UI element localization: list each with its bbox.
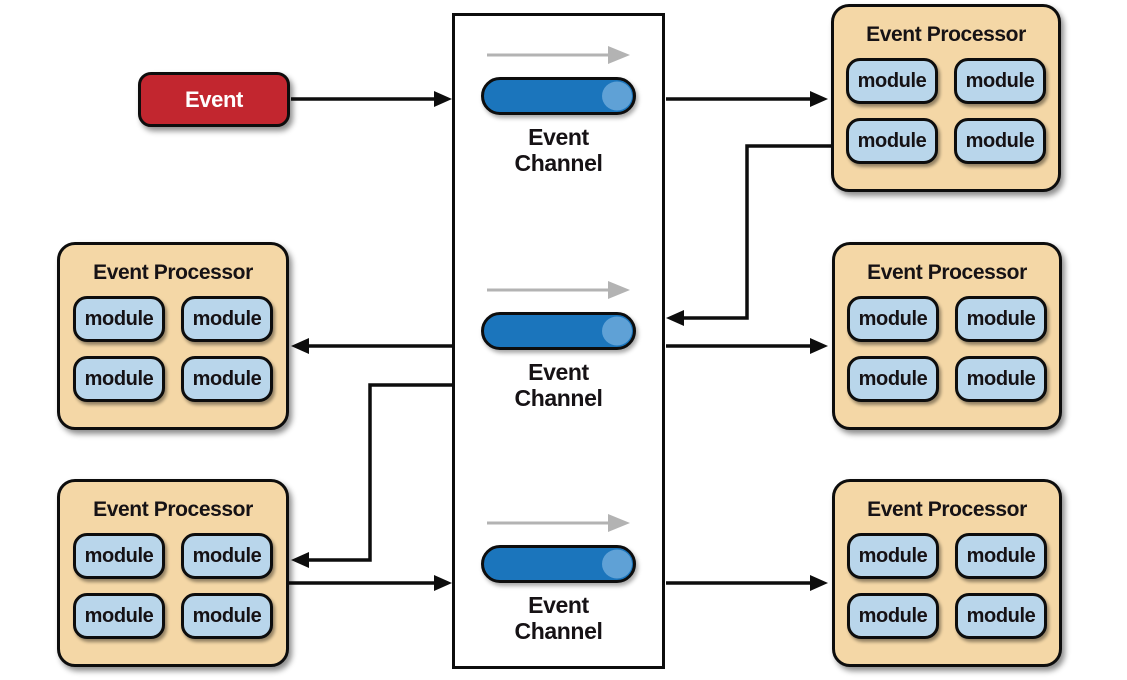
module-box: module <box>954 58 1046 104</box>
module-box: module <box>73 533 165 579</box>
flow-direction-arrow-icon <box>486 514 630 532</box>
arrow-channels-to-processor-bottom-left <box>291 383 452 568</box>
pipe-cap <box>602 316 632 346</box>
module-box: module <box>73 593 165 639</box>
arrow-processor-bottom-left-to-channels <box>288 575 452 591</box>
module-box: module <box>73 296 165 342</box>
module-box: module <box>181 356 273 402</box>
module-box: module <box>846 118 938 164</box>
pipe-cap <box>602 81 632 111</box>
processor-title: Event Processor <box>93 261 253 284</box>
arrow-channels-to-processor-middle-right <box>666 338 828 354</box>
module-box: module <box>847 593 939 639</box>
module-grid: module module module module <box>835 296 1059 402</box>
event-box: Event <box>138 72 290 127</box>
processor-title: Event Processor <box>866 23 1026 46</box>
arrow-channels-to-processor-top-right <box>666 91 828 107</box>
arrow-channels-to-processor-middle-left <box>291 338 452 354</box>
event-label: Event <box>185 86 243 112</box>
module-box: module <box>955 356 1047 402</box>
event-processor-bottom-right: Event Processor module module module mod… <box>832 479 1062 667</box>
event-processor-middle-right: Event Processor module module module mod… <box>832 242 1062 430</box>
event-channel-pipe <box>481 77 636 115</box>
module-grid: module module module module <box>60 296 286 402</box>
event-channel-label: Event Channel <box>514 359 603 411</box>
module-box: module <box>847 296 939 342</box>
module-box: module <box>955 296 1047 342</box>
event-processor-middle-left: Event Processor module module module mod… <box>57 242 289 430</box>
event-processor-bottom-left: Event Processor module module module mod… <box>57 479 289 667</box>
module-box: module <box>181 296 273 342</box>
module-grid: module module module module <box>835 533 1059 639</box>
event-channel-box: Event Channel Event Channel Event Channe… <box>452 13 665 669</box>
module-box: module <box>847 533 939 579</box>
module-grid: module module module module <box>834 58 1058 164</box>
event-channel-label: Event Channel <box>514 124 603 176</box>
event-processor-top-right: Event Processor module module module mod… <box>831 4 1061 192</box>
event-channel-pipe <box>481 545 636 583</box>
event-channel-3: Event Channel <box>455 513 662 645</box>
module-box: module <box>181 593 273 639</box>
arrow-channels-to-processor-bottom-right <box>666 575 828 591</box>
arrow-event-to-event-channels <box>291 91 452 107</box>
pipe-cap <box>602 549 632 579</box>
module-box: module <box>954 118 1046 164</box>
module-box: module <box>73 356 165 402</box>
event-channel-1: Event Channel <box>455 45 662 177</box>
processor-title: Event Processor <box>867 498 1027 521</box>
arrow-processor-top-right-to-channels <box>666 144 832 326</box>
module-box: module <box>181 533 273 579</box>
module-box: module <box>955 593 1047 639</box>
module-grid: module module module module <box>60 533 286 639</box>
processor-title: Event Processor <box>93 498 253 521</box>
event-channel-2: Event Channel <box>455 280 662 412</box>
flow-direction-arrow-icon <box>486 281 630 299</box>
flow-direction-arrow-icon <box>486 46 630 64</box>
module-box: module <box>847 356 939 402</box>
module-box: module <box>846 58 938 104</box>
event-channel-label: Event Channel <box>514 592 603 644</box>
event-channel-pipe <box>481 312 636 350</box>
processor-title: Event Processor <box>867 261 1027 284</box>
module-box: module <box>955 533 1047 579</box>
